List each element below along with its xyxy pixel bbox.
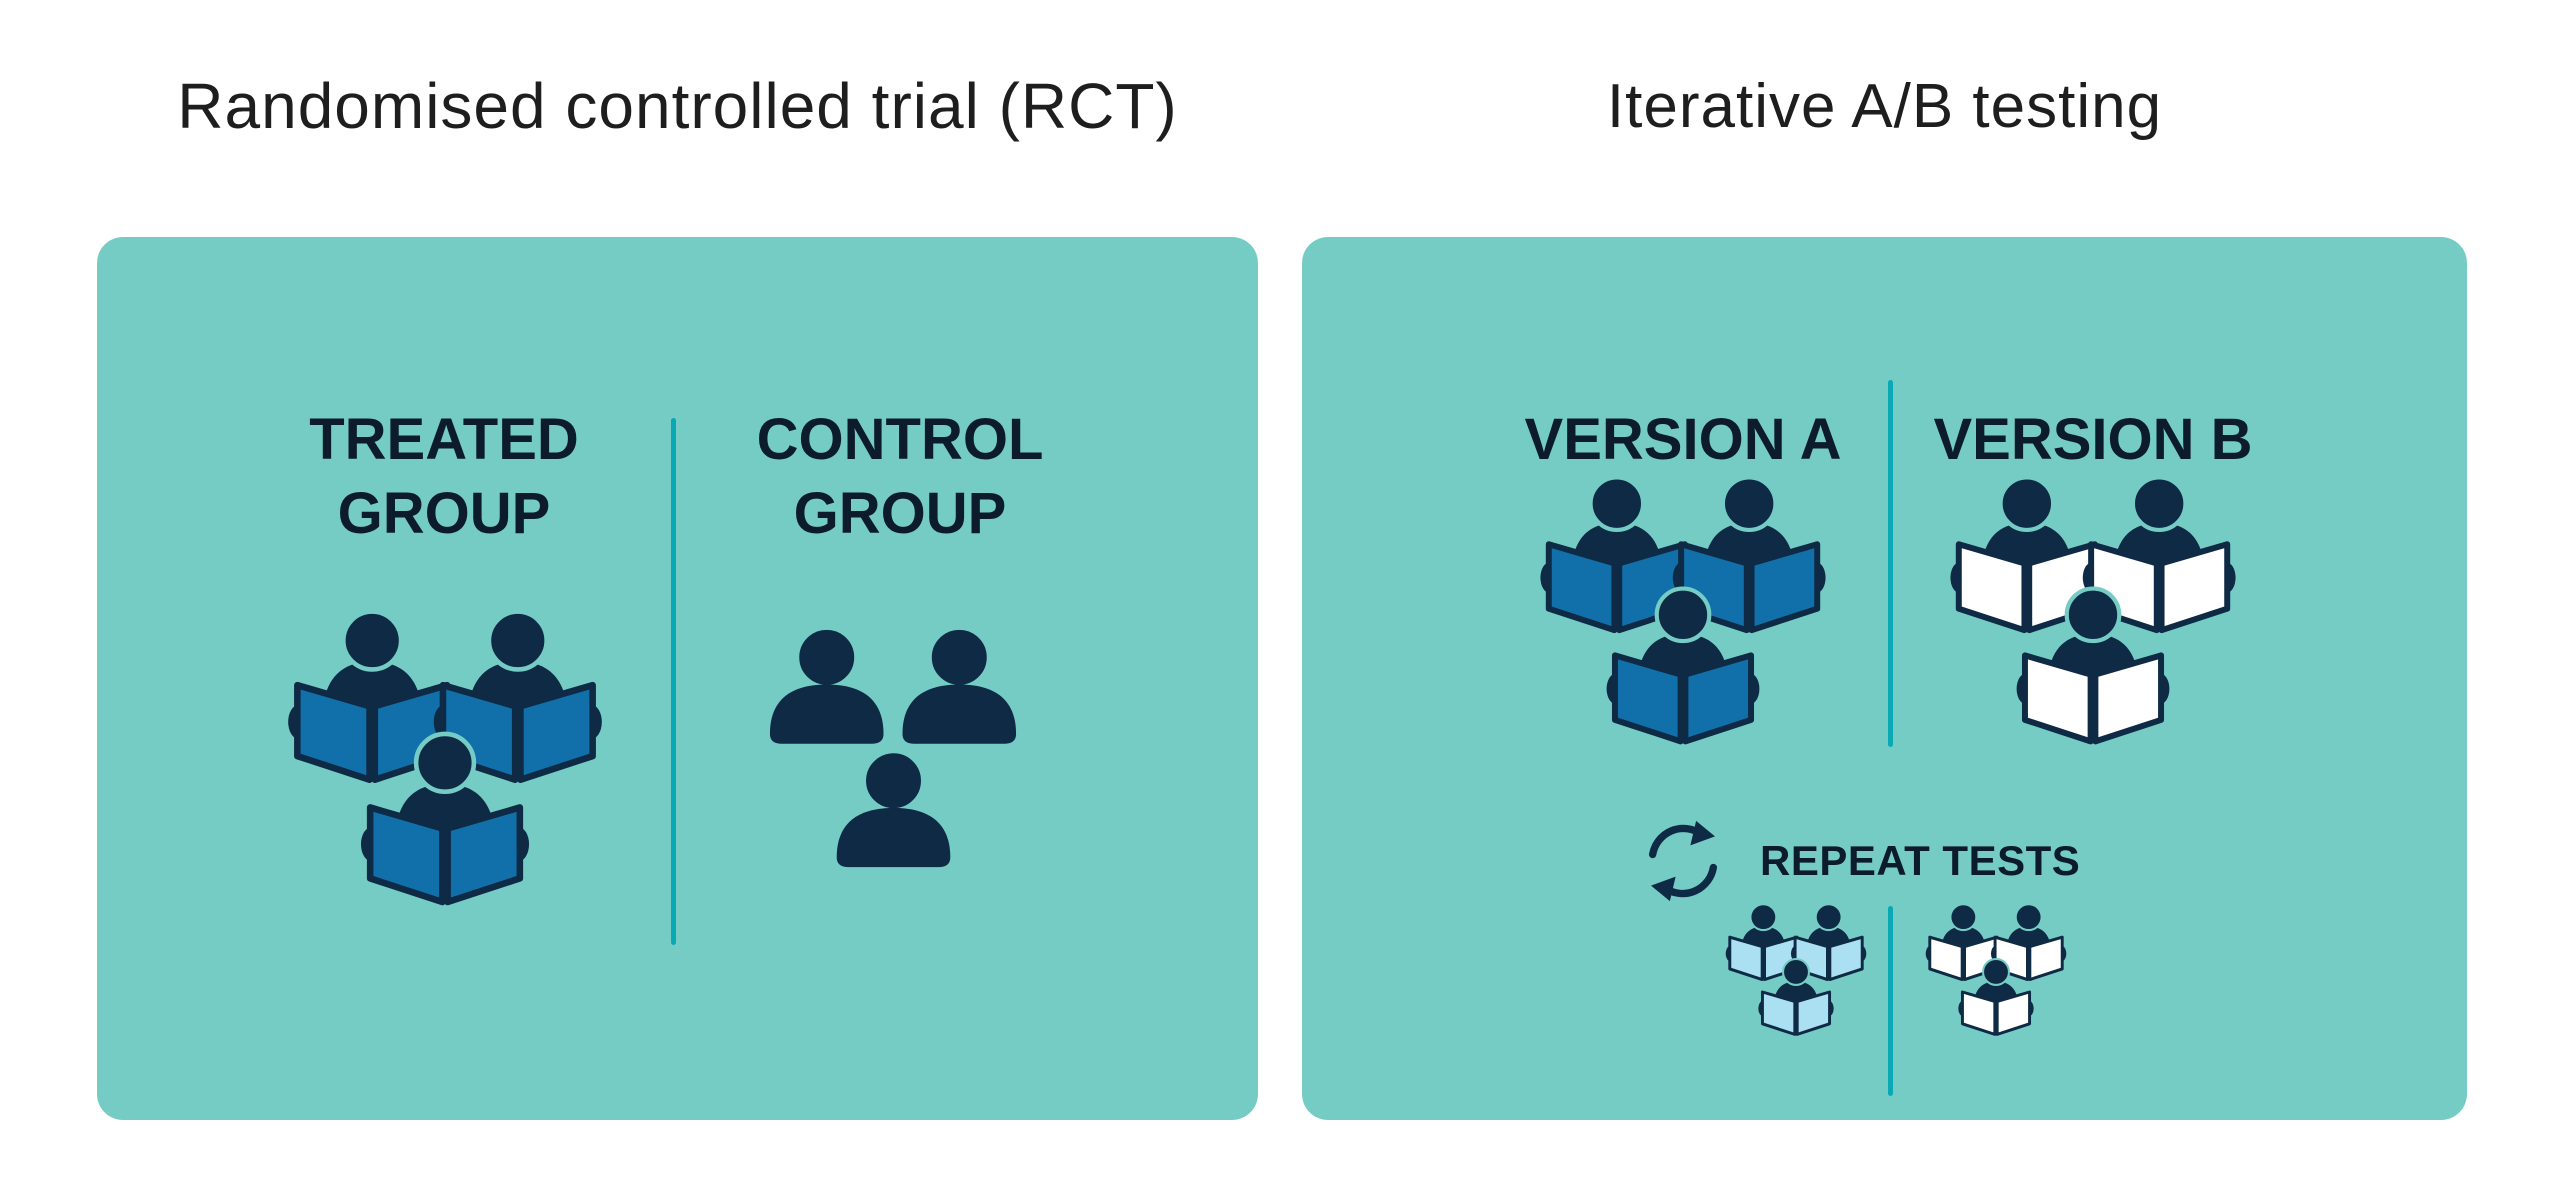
refresh-icon: [1642, 820, 1724, 902]
control-group-people-icon: [765, 625, 1021, 870]
rct-title: Randomised controlled trial (RCT): [177, 70, 1178, 142]
version-b-reading-icon: [1943, 475, 2243, 749]
treated-group-label: TREATED GROUP: [309, 407, 579, 547]
ab-testing-title: Iterative A/B testing: [1606, 72, 2163, 141]
treated-group-reading-icon: [280, 609, 610, 910]
rct-divider-line: [671, 418, 676, 945]
repeat-version-a-small-icon: [1724, 903, 1868, 1036]
repeat-tests-label: REPEAT TESTS: [1760, 837, 2081, 884]
ab-panel: VERSION A VERSION B REPEAT TESTS: [1302, 237, 2467, 1120]
ab-divider-line-bottom: [1888, 906, 1893, 1096]
rct-panel: TREATED GROUP CONTROL GROUP: [97, 237, 1258, 1120]
repeat-tests-row: REPEAT TESTS: [1642, 817, 2080, 905]
control-group-label: CONTROL GROUP: [756, 407, 1044, 547]
repeat-version-b-small-icon: [1924, 903, 2068, 1036]
version-a-reading-icon: [1533, 475, 1833, 749]
version-a-label: VERSION A: [1524, 407, 1842, 472]
version-b-label: VERSION B: [1933, 407, 2253, 472]
ab-divider-line-top: [1888, 380, 1893, 747]
